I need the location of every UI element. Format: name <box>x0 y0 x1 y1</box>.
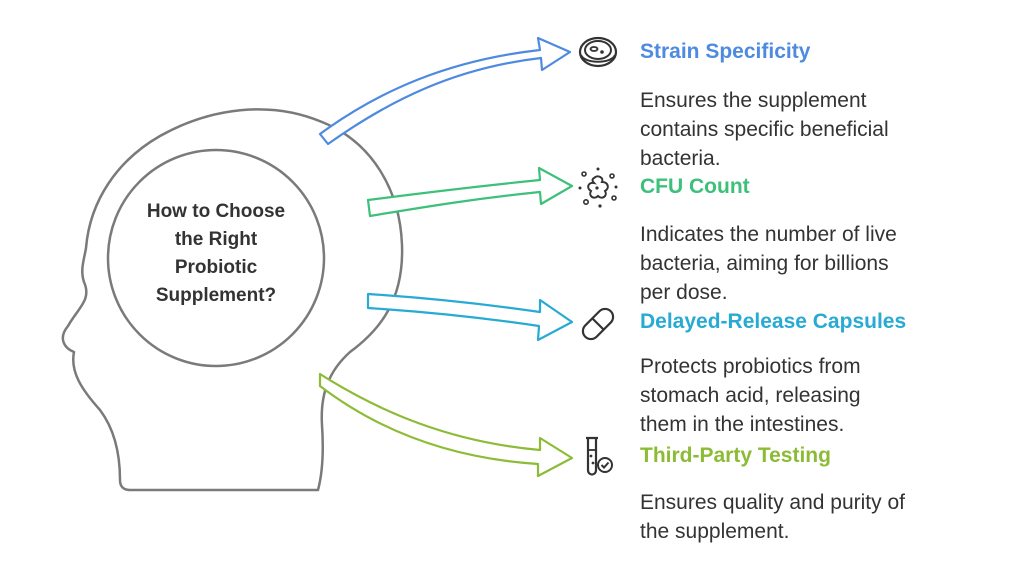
central-question-line: Probiotic <box>174 257 258 278</box>
central-question-line: the Right <box>174 229 258 250</box>
arrow-third-party-testing <box>318 372 574 478</box>
desc-third-party-testing: Ensures quality and purity of the supple… <box>640 488 970 546</box>
capsule-icon <box>581 307 615 341</box>
desc-line: the supplement. <box>640 520 790 543</box>
title-delayed-release-capsules: Delayed-Release Capsules <box>640 310 907 333</box>
head-outline <box>61 108 404 492</box>
desc-line: Ensures the supplement <box>640 89 867 112</box>
title-strain-specificity: Strain Specificity <box>640 40 811 63</box>
central-question: How to Choose the Right Probiotic Supple… <box>118 198 314 310</box>
center-circle <box>106 148 326 368</box>
arrow-strain-specificity <box>318 36 572 146</box>
desc-strain-specificity: Ensures the supplement contains specific… <box>640 86 970 173</box>
desc-cfu-count: Indicates the number of live bacteria, a… <box>640 220 970 307</box>
desc-line: them in the intestines. <box>640 413 845 436</box>
desc-line: bacteria, aiming for billions <box>640 252 889 275</box>
desc-delayed-release-capsules: Protects probiotics from stomach acid, r… <box>640 352 970 439</box>
desc-line: contains specific beneficial <box>640 118 889 141</box>
desc-line: stomach acid, releasing <box>640 384 861 407</box>
desc-line: Ensures quality and purity of <box>640 491 905 514</box>
central-question-line: How to Choose <box>146 201 286 222</box>
arrow-cfu-count <box>366 166 574 218</box>
test-tube-check-icon <box>586 436 613 476</box>
desc-line: Protects probiotics from <box>640 355 861 378</box>
arrow-delayed-release-capsules <box>366 292 574 342</box>
desc-line: bacteria. <box>640 147 721 170</box>
title-third-party-testing: Third-Party Testing <box>640 444 831 467</box>
title-cfu-count: CFU Count <box>640 175 750 198</box>
desc-line: per dose. <box>640 281 728 304</box>
petri-dish-icon <box>578 36 618 68</box>
bacteria-splat-icon <box>578 167 618 208</box>
desc-line: Indicates the number of live <box>640 223 897 246</box>
central-question-line: Supplement? <box>155 285 277 306</box>
